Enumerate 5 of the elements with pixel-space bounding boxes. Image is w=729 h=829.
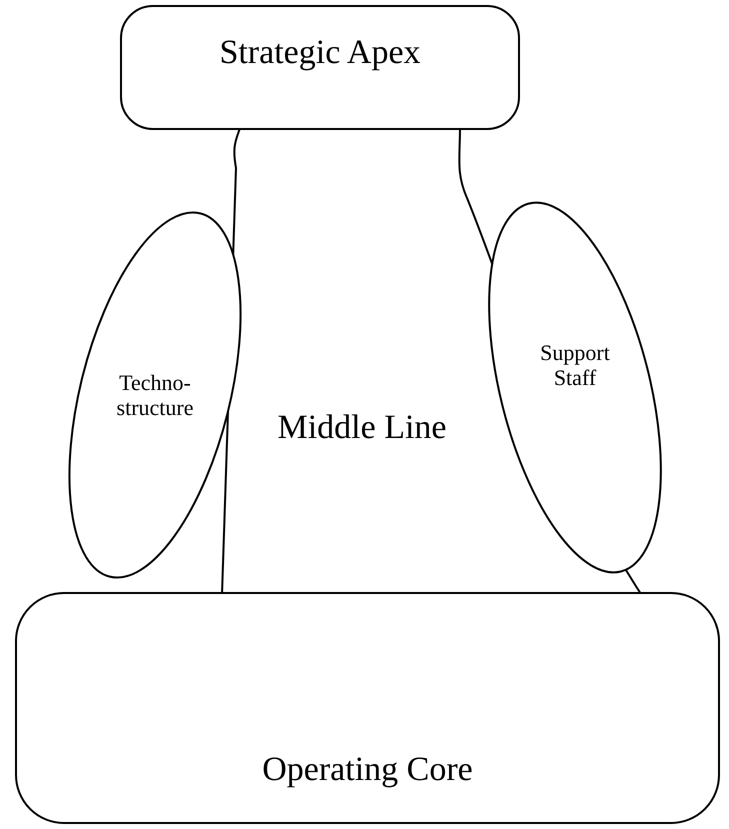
node-label: Strategic Apex [218, 33, 422, 72]
node-label: Middle Line [276, 408, 448, 448]
node-label: Support Staff [539, 340, 611, 391]
node-label: Techno- structure [116, 370, 194, 421]
node-label: Operating Core [261, 750, 474, 790]
